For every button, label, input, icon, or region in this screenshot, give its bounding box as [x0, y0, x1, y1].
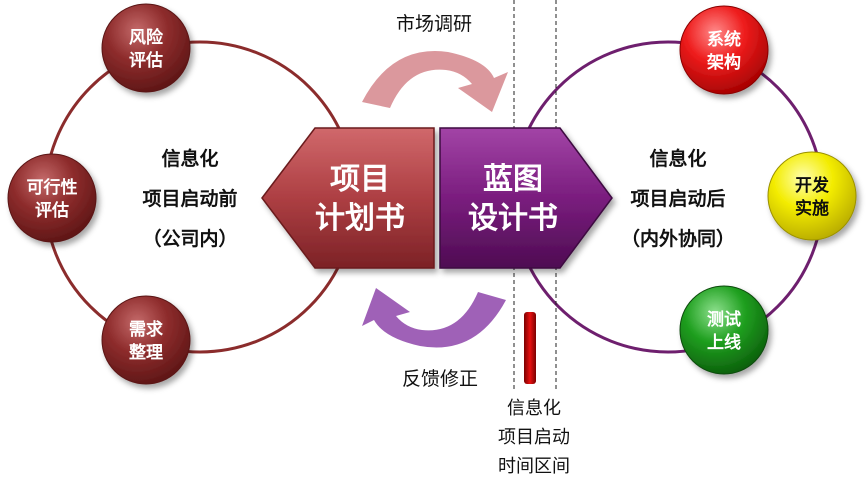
- requirements-line-2: 整理: [129, 342, 163, 363]
- development-line-1: 开发: [795, 175, 830, 196]
- risk-assessment-node: 风险 评估: [101, 3, 191, 93]
- requirements-node: 需求 整理: [101, 295, 191, 385]
- testing-launch-node: 测试 上线: [679, 285, 769, 375]
- feedback-correction-label: 反馈修正: [402, 368, 478, 390]
- feedback-correction-arrow: [362, 288, 506, 348]
- blueprint-line-1: 蓝图: [483, 162, 543, 197]
- system-architecture-node: 系统 架构: [679, 5, 769, 95]
- testing-launch-line-1: 测试: [707, 309, 741, 330]
- development-line-2: 实施: [795, 198, 829, 219]
- development-node: 开发 实施: [767, 151, 857, 241]
- feasibility-assessment-line-2: 评估: [35, 200, 69, 221]
- market-research-arrow: [362, 51, 508, 112]
- plan-line-1: 项目: [330, 162, 390, 197]
- right-center-line-1: 信息化: [649, 147, 706, 170]
- left-center-line-1: 信息化: [161, 147, 218, 170]
- blueprint-design-document: 蓝图 设计书: [439, 127, 613, 269]
- left-center-line-3: （公司内）: [142, 227, 237, 250]
- project-plan-document: 项目 计划书: [261, 127, 435, 269]
- interval-caption-line-3: 时间区间: [498, 456, 570, 477]
- right-center-line-3: （内外协同）: [621, 227, 735, 250]
- system-architecture-line-2: 架构: [707, 52, 741, 73]
- plan-line-2: 计划书: [315, 201, 405, 236]
- left-center-line-2: 项目启动前: [142, 187, 237, 210]
- feasibility-assessment-node: 可行性 评估: [7, 153, 97, 243]
- feasibility-assessment-line-1: 可行性: [27, 177, 78, 198]
- risk-assessment-line-1: 风险: [129, 27, 164, 48]
- interval-caption-line-2: 项目启动: [498, 427, 570, 448]
- market-research-label: 市场调研: [396, 13, 472, 35]
- interval-marker-bar: [524, 312, 536, 384]
- right-center-line-2: 项目启动后: [630, 187, 725, 210]
- system-architecture-line-1: 系统: [707, 29, 741, 50]
- testing-launch-line-2: 上线: [707, 332, 741, 353]
- blueprint-line-2: 设计书: [468, 201, 558, 236]
- risk-assessment-line-2: 评估: [129, 50, 163, 71]
- requirements-line-1: 需求: [129, 319, 163, 340]
- interval-caption-line-1: 信息化: [507, 398, 561, 419]
